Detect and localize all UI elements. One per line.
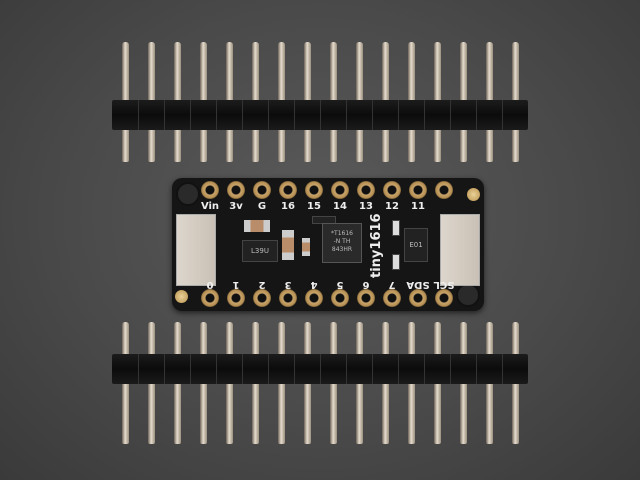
- pin-label: 12: [385, 201, 399, 212]
- solder-pad: [201, 181, 219, 199]
- voltage-regulator: L39U: [242, 240, 278, 262]
- stemma-qt-connector-left: [176, 214, 216, 286]
- solder-pad: [409, 181, 427, 199]
- pin-label: G: [257, 201, 267, 212]
- pin-label: 15: [307, 201, 321, 212]
- header-divider: [242, 354, 243, 384]
- pin-label: 11: [411, 201, 425, 212]
- capacitor: [244, 220, 270, 232]
- bottom-pin-header: [112, 322, 528, 444]
- stemma-qt-connector-right: [440, 214, 480, 286]
- header-divider: [190, 354, 191, 384]
- header-divider: [320, 100, 321, 130]
- solder-pad: [227, 289, 245, 307]
- header-divider: [242, 100, 243, 130]
- header-divider: [294, 354, 295, 384]
- solder-pad: [253, 181, 271, 199]
- pin-label: 2: [258, 279, 266, 290]
- pin-label: 5: [336, 279, 344, 290]
- pin-label: 16: [281, 201, 295, 212]
- solder-pad: [435, 181, 453, 199]
- solder-pad: [409, 289, 427, 307]
- header-divider: [502, 100, 503, 130]
- pin-label: SCL: [433, 279, 455, 290]
- solder-pad: [331, 181, 349, 199]
- pin-label: 1: [232, 279, 240, 290]
- mounting-pad: [175, 290, 188, 303]
- breakout-board: L39U *T1616 -N TH 843HR E01 tiny1616 Vin…: [172, 178, 484, 311]
- header-divider: [216, 100, 217, 130]
- header-divider: [164, 100, 165, 130]
- led: [392, 220, 400, 236]
- solder-pad: [305, 181, 323, 199]
- capacitor: [282, 230, 294, 260]
- solder-pad: [227, 181, 245, 199]
- header-divider: [398, 354, 399, 384]
- led: [392, 254, 400, 270]
- pin-label: 3v: [229, 201, 243, 212]
- solder-pad: [253, 289, 271, 307]
- header-divider: [138, 354, 139, 384]
- header-divider: [138, 100, 139, 130]
- mounting-pad: [467, 188, 480, 201]
- header-divider: [476, 354, 477, 384]
- header-divider: [372, 354, 373, 384]
- header-divider: [450, 354, 451, 384]
- header-divider: [450, 100, 451, 130]
- header-divider: [372, 100, 373, 130]
- header-divider: [424, 100, 425, 130]
- header-divider: [164, 354, 165, 384]
- solder-pad: [435, 289, 453, 307]
- header-divider: [268, 354, 269, 384]
- pin-label: Vin: [200, 201, 220, 212]
- mounting-hole: [456, 283, 480, 307]
- pin-label: SDA: [406, 279, 430, 290]
- solder-pad: [357, 289, 375, 307]
- capacitor: [302, 238, 310, 256]
- header-divider: [190, 100, 191, 130]
- pin-label: 3: [284, 279, 292, 290]
- solder-pad: [331, 289, 349, 307]
- board-name-label: tiny1616: [369, 213, 384, 278]
- header-divider: [268, 100, 269, 130]
- mounting-hole: [176, 182, 200, 206]
- header-divider: [346, 100, 347, 130]
- solder-pad: [305, 289, 323, 307]
- chip-marking: 843HR: [331, 246, 353, 253]
- solder-pad: [357, 181, 375, 199]
- pin-label: 13: [359, 201, 373, 212]
- level-shifter-ic: E01: [404, 228, 428, 262]
- solder-pad: [383, 181, 401, 199]
- pin-label: 4: [310, 279, 318, 290]
- pin-label: 7: [388, 279, 396, 290]
- header-divider: [216, 354, 217, 384]
- solder-pad: [383, 289, 401, 307]
- pin-label: 14: [333, 201, 347, 212]
- top-pin-header: [112, 42, 528, 162]
- pin-label: 6: [362, 279, 370, 290]
- solder-pad: [279, 181, 297, 199]
- chip-marking: *T1616: [331, 230, 353, 237]
- header-plastic: [112, 100, 528, 130]
- chip-marking: -N TH: [333, 238, 351, 245]
- solder-pad: [201, 289, 219, 307]
- header-divider: [294, 100, 295, 130]
- pin-label: 0: [206, 279, 214, 290]
- header-divider: [398, 100, 399, 130]
- header-plastic: [112, 354, 528, 384]
- header-divider: [476, 100, 477, 130]
- header-divider: [502, 354, 503, 384]
- microcontroller-chip: *T1616 -N TH 843HR: [322, 223, 362, 263]
- header-divider: [320, 354, 321, 384]
- header-divider: [424, 354, 425, 384]
- header-divider: [346, 354, 347, 384]
- solder-pad: [279, 289, 297, 307]
